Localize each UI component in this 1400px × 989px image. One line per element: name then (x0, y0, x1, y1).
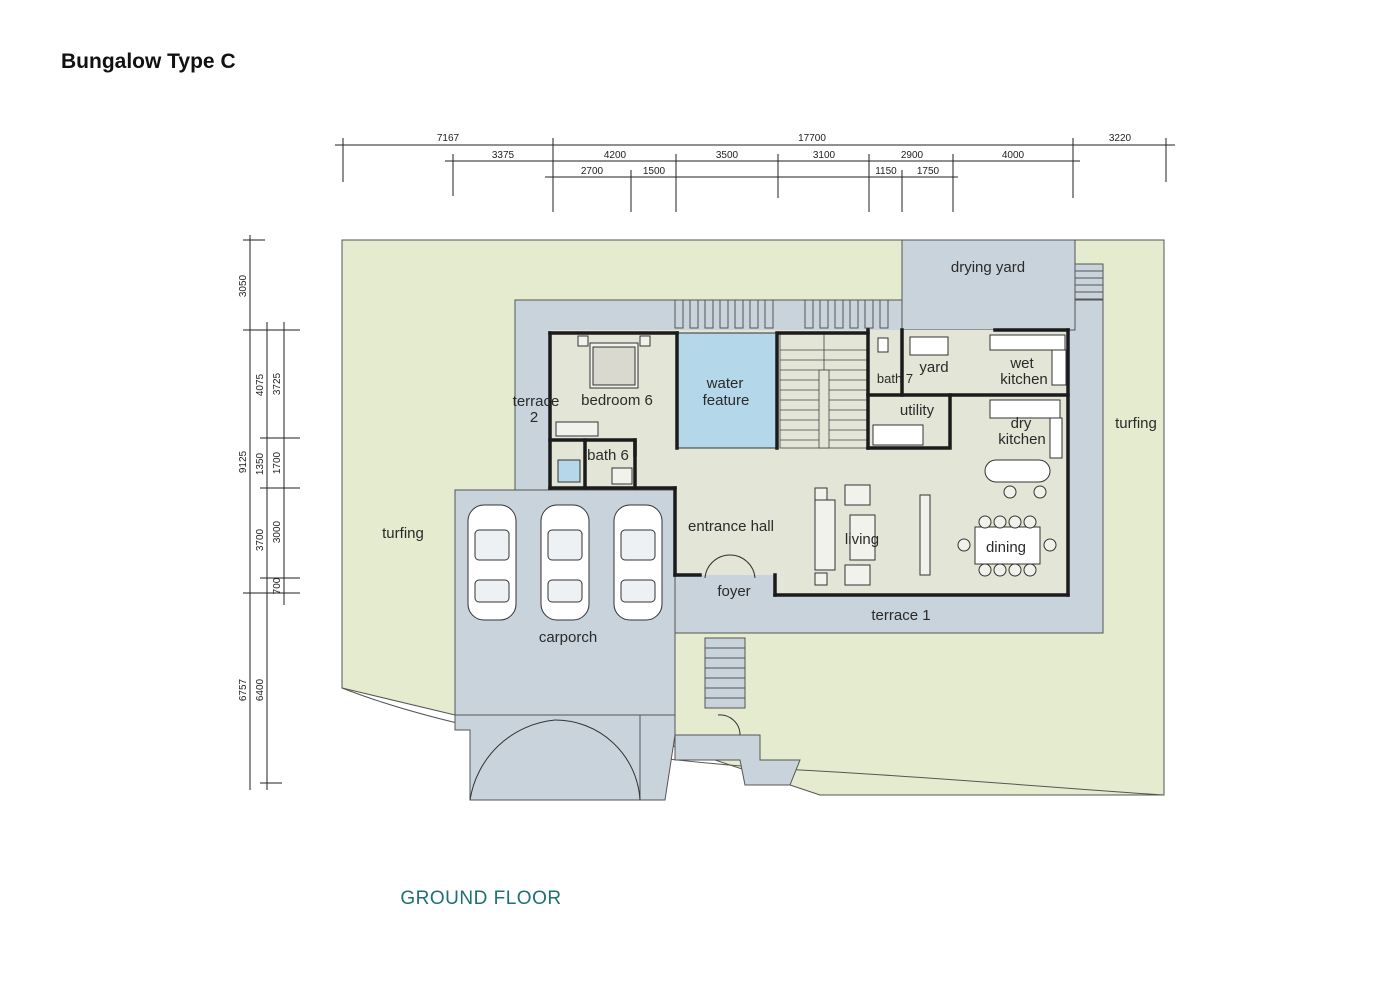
dim-left-4075: 4075 (255, 373, 266, 396)
car-1 (467, 504, 517, 621)
dim-top-2900: 2900 (901, 150, 924, 161)
label-terrace2-2: 2 (530, 409, 538, 426)
dim-top-1750: 1750 (917, 166, 940, 177)
dim-top-17700: 17700 (798, 133, 826, 144)
page-title: Bungalow Type C (61, 50, 236, 73)
dim-left-1350: 1350 (255, 452, 266, 475)
dim-top-3220: 3220 (1109, 133, 1132, 144)
staircase (779, 332, 869, 449)
label-bedroom6: bedroom 6 (581, 392, 653, 409)
label-dining: dining (986, 539, 1026, 556)
label-living: living (845, 531, 879, 548)
gate (469, 554, 756, 801)
dim-left-6757: 6757 (238, 678, 249, 701)
label-terrace2-1: terrace (513, 393, 560, 410)
label-entrance-hall: entrance hall (688, 518, 774, 535)
label-utility: utility (900, 402, 935, 419)
dim-left-700: 700 (272, 577, 283, 594)
dim-top-3100: 3100 (813, 150, 836, 161)
floor-label: GROUND FLOOR (400, 888, 561, 909)
dimension-left: 3050 9125 6757 4075 1350 3700 6400 3725 … (238, 235, 300, 790)
dim-top-1150: 1150 (875, 166, 897, 177)
dim-top-4200: 4200 (604, 150, 627, 161)
dim-top-3500: 3500 (716, 150, 739, 161)
dim-top-3375: 3375 (492, 150, 515, 161)
cars (467, 504, 663, 621)
room-labels: drying yard yard wet kitchen bath 7 util… (382, 259, 1157, 646)
label-dry-kitchen-2: kitchen (998, 431, 1046, 448)
dim-left-3050: 3050 (238, 274, 249, 297)
dim-left-6400: 6400 (255, 678, 266, 701)
dim-left-3000: 3000 (272, 520, 283, 543)
driveway (454, 714, 641, 801)
steps-right (1074, 263, 1104, 300)
label-terrace1: terrace 1 (871, 607, 930, 624)
label-wet-kitchen-1: wet (1009, 355, 1034, 372)
dim-left-1700: 1700 (272, 451, 283, 474)
drying-yard-area (901, 239, 1076, 331)
label-water-feature-1: water (706, 375, 744, 392)
dimension-top: 7167 17700 3220 3375 4200 3500 3100 2900… (335, 133, 1175, 212)
label-foyer: foyer (717, 583, 750, 600)
label-yard: yard (919, 359, 948, 376)
label-water-feature-2: feature (703, 392, 750, 409)
furniture (555, 334, 1067, 586)
dim-top-4000: 4000 (1002, 150, 1025, 161)
dim-left-3725: 3725 (272, 372, 283, 395)
label-carporch: carporch (539, 629, 597, 646)
walkway (674, 734, 801, 786)
label-turfing-left: turfing (382, 525, 424, 542)
label-wet-kitchen-2: kitchen (1000, 371, 1048, 388)
walls (548, 328, 1070, 597)
dim-left-3700: 3700 (255, 528, 266, 551)
car-3 (613, 504, 663, 621)
dim-left-9125: 9125 (238, 450, 249, 473)
dim-top-2700: 2700 (581, 166, 604, 177)
label-bath7: bath 7 (877, 371, 913, 386)
car-2 (540, 504, 590, 621)
water-feature (676, 332, 778, 449)
label-turfing-right: turfing (1115, 415, 1157, 432)
dim-top-7167: 7167 (437, 133, 460, 144)
label-dry-kitchen-1: dry (1011, 415, 1032, 432)
steps-top (674, 299, 889, 329)
dim-top-1500: 1500 (643, 166, 666, 177)
steps-front (704, 637, 746, 709)
label-drying-yard: drying yard (951, 259, 1025, 276)
label-bath6: bath 6 (587, 447, 629, 464)
